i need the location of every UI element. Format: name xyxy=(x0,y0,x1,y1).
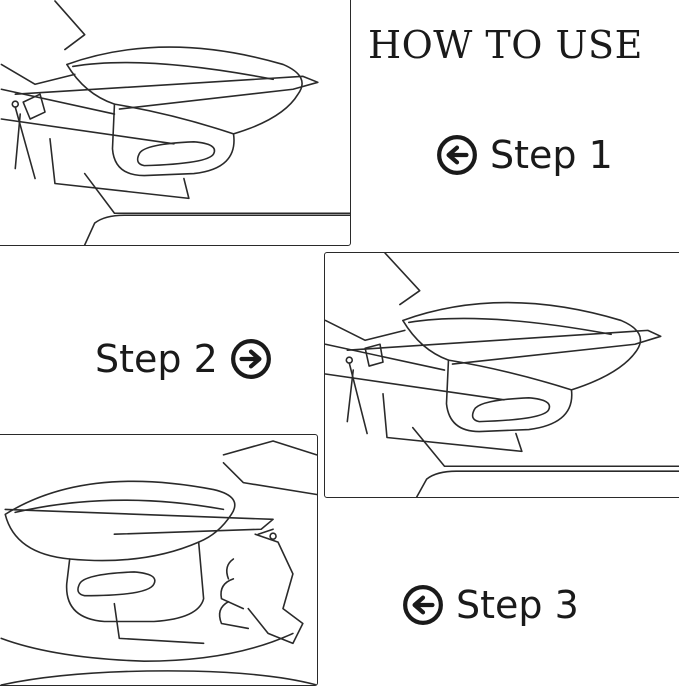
step-3-illustration xyxy=(0,434,318,686)
step-2-illustration xyxy=(324,252,679,498)
arrow-left-circle-icon xyxy=(403,585,443,625)
step-3-label: Step 3 xyxy=(456,583,579,627)
step-2-label-group: Step 2 xyxy=(95,336,272,382)
step-1-label: Step 1 xyxy=(490,133,613,177)
step-1-illustration xyxy=(0,0,351,246)
page-title: HOW TO USE xyxy=(368,23,643,67)
step-3-label-group: Step 3 xyxy=(402,582,579,628)
arrow-right-circle-icon xyxy=(230,339,271,379)
step-2-label: Step 2 xyxy=(95,337,218,381)
step-1-label-group: Step 1 xyxy=(436,132,613,178)
arrow-left-circle-icon xyxy=(437,135,477,175)
